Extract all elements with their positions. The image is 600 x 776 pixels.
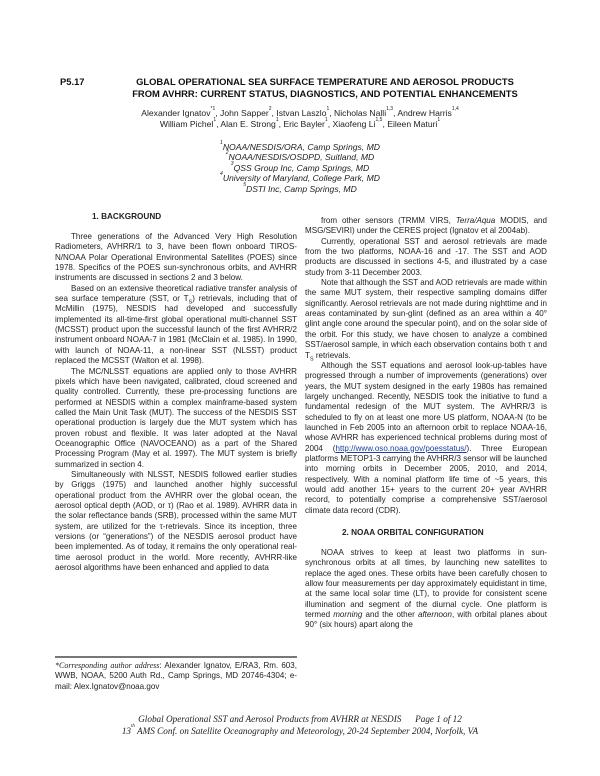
paragraph: Based on an extensive theoretical radiat… (55, 284, 297, 367)
affiliation: 1NOAA/NESDIS/ORA, Camp Springs, MD (40, 140, 560, 153)
affiliation-number: 5 (243, 181, 246, 188)
text-segment: The MC/NLSST equations are applied only … (55, 366, 297, 469)
affiliation-text: NOAA/NESDIS/OSDPD, Suitland, MD (228, 152, 375, 163)
affiliation-text: DSTI Inc, Camp Springs, MD (245, 183, 357, 194)
paragraph: from other sensors (TRMM VIRS, Terra/Aqu… (305, 216, 547, 237)
corresponding-author-footnote: *Corresponding author address: Alexander… (55, 661, 297, 692)
title-lines: GLOBAL OPERATIONAL SEA SURFACE TEMPERATU… (100, 76, 550, 99)
text-segment: William Pichel (159, 119, 214, 129)
text-segment: from other sensors (TRMM VIRS, (321, 216, 456, 226)
affiliation-number: 2 (225, 150, 229, 157)
text-segment: 1,3 (386, 106, 394, 112)
text-segment: , Istvan Laszlo (271, 108, 327, 118)
text-segment: , John Sapper (215, 108, 269, 118)
paragraph: The MC/NLSST equations are applied only … (55, 367, 297, 470)
text-segment: S (309, 356, 314, 363)
affiliation-number: 4 (220, 171, 223, 178)
text-segment: MODIS, and MSG/SEVIRI) under the CERES p… (305, 216, 548, 236)
text-segment: ). Three European platforms METOP1-3 car… (305, 443, 547, 515)
paper-title: P5.17 GLOBAL OPERATIONAL SEA SURFACE TEM… (0, 76, 600, 100)
paragraph: Although the SST equations and aerosol l… (305, 361, 547, 516)
footer-conference: AMS Conf. on Satellite Oceanography and … (134, 725, 479, 736)
text-segment: morning (333, 610, 363, 620)
text-segment: Although the SST equations and aerosol l… (305, 360, 547, 453)
text-segment: , Andrew Harris (393, 108, 452, 118)
author-list: Alexander Ignatov*1, John Sapper2, Istva… (40, 106, 560, 130)
text-segment: Terra/Aqua (455, 216, 496, 226)
link[interactable]: http://www.oso.noaa.gov/poesstatus/ (335, 443, 467, 453)
footnote-divider (55, 656, 297, 658)
text-segment: 1 (213, 117, 217, 123)
text-segment: NOAA strives to keep at least two platfo… (305, 548, 547, 620)
author-line: Alexander Ignatov*1, John Sapper2, Istva… (40, 106, 560, 119)
section-heading-orbital-configuration: 2. NOAA ORBITAL CONFIGURATION (342, 528, 484, 537)
paper-id: P5.17 (60, 76, 85, 87)
paragraph: Simultaneously with NLSST, NESDIS follow… (55, 470, 297, 573)
text-segment: retrievals. (313, 350, 351, 360)
text-segment: 1,5 (375, 117, 383, 123)
right-paragraphs-bottom: NOAA strives to keep at least two platfo… (305, 548, 547, 631)
footer-title: Global Operational SST and Aerosol Produ… (138, 714, 402, 725)
text-segment: , Eileen Maturi (382, 119, 438, 129)
text-segment: : Alexander Ignatov, E/RA3, Rm. 603, WWB… (55, 660, 297, 691)
affiliation-number: 1 (220, 140, 223, 146)
text-segment: afternoon (417, 610, 452, 620)
text-segment: , Eric Bayler (278, 119, 325, 129)
text-segment: Currently, operational SST and aerosol r… (305, 236, 547, 277)
text-segment: Three generations of the Advanced Very H… (55, 232, 297, 283)
affiliation-text: University of Maryland, College Park, MD (222, 173, 380, 184)
text-segment: , with orbital planes about 90° (six hou… (305, 610, 547, 630)
text-segment: 2 (268, 106, 272, 112)
text-segment: , Nicholas Nalli (329, 108, 387, 118)
text-segment: ) retrievals, including that of McMillin… (55, 294, 297, 366)
text-segment: *1 (210, 106, 216, 112)
affiliation-text: QSS Group Inc, Camp Springs, MD (233, 162, 370, 173)
text-segment: and the other (362, 610, 418, 620)
text-segment: S (188, 299, 193, 306)
text-segment: Note that although the SST and AOD retri… (305, 278, 547, 360)
author-line: William Pichel1, Alan E. Strong1, Eric B… (40, 117, 560, 130)
text-segment: , Alan E. Strong (216, 119, 276, 129)
right-paragraphs-top: from other sensors (TRMM VIRS, Terra/Aqu… (305, 216, 547, 516)
section-spacer (305, 516, 547, 528)
page-number: Page 1 of 12 (415, 714, 462, 725)
text-segment: , Xiaofeng Li (327, 119, 376, 129)
affiliation-text: NOAA/NESDIS/ORA, Camp Springs, MD (222, 142, 380, 152)
text-segment: 1 (324, 117, 328, 123)
footer-conference-number: 13 (121, 725, 131, 736)
column-spacer (55, 573, 297, 656)
text-segment: Based on an extensive theoretical radiat… (55, 283, 297, 304)
affiliation: 5DSTI Inc, Camp Springs, MD (40, 181, 560, 194)
text-segment: Alexander Ignatov (141, 108, 211, 118)
paragraph: Note that although the SST and AOD retri… (305, 278, 547, 363)
footer-ordinal: th (131, 723, 135, 729)
left-column: 1. BACKGROUND Three generations of the A… (55, 212, 297, 692)
title-line-2: FROM AVHRR: CURRENT STATUS, DIAGNOSTICS,… (132, 87, 518, 99)
text-segment: 1,4 (451, 106, 459, 112)
text-segment: *Corresponding author address (55, 660, 160, 670)
affiliation: 2NOAA/NESDIS/OSDPD, Suitland, MD (40, 150, 560, 163)
text-segment: 1 (275, 117, 279, 123)
text-segment: 1 (326, 106, 330, 112)
text-segment: 1 (437, 117, 441, 123)
affiliation: 3QSS Group Inc, Camp Springs, MD (40, 160, 560, 173)
page-footer: Global Operational SST and Aerosol Produ… (40, 714, 560, 757)
right-column: from other sensors (TRMM VIRS, Terra/Aqu… (305, 212, 547, 692)
section-heading-background: 1. BACKGROUND (92, 212, 162, 222)
affiliation: 4University of Maryland, College Park, M… (40, 171, 560, 184)
body-columns: 1. BACKGROUND Three generations of the A… (55, 212, 547, 692)
paragraph: Currently, operational SST and aerosol r… (305, 237, 547, 278)
paper-page: P5.17 GLOBAL OPERATIONAL SEA SURFACE TEM… (0, 76, 600, 757)
paragraph: Three generations of the Advanced Very H… (55, 232, 297, 284)
text-segment: Simultaneously with NLSST, NESDIS follow… (55, 469, 297, 573)
affiliation-number: 3 (230, 160, 234, 167)
title-line-1: GLOBAL OPERATIONAL SEA SURFACE TEMPERATU… (136, 76, 514, 87)
paragraph: NOAA strives to keep at least two platfo… (305, 548, 547, 631)
left-paragraphs: Three generations of the Advanced Very H… (55, 232, 297, 573)
